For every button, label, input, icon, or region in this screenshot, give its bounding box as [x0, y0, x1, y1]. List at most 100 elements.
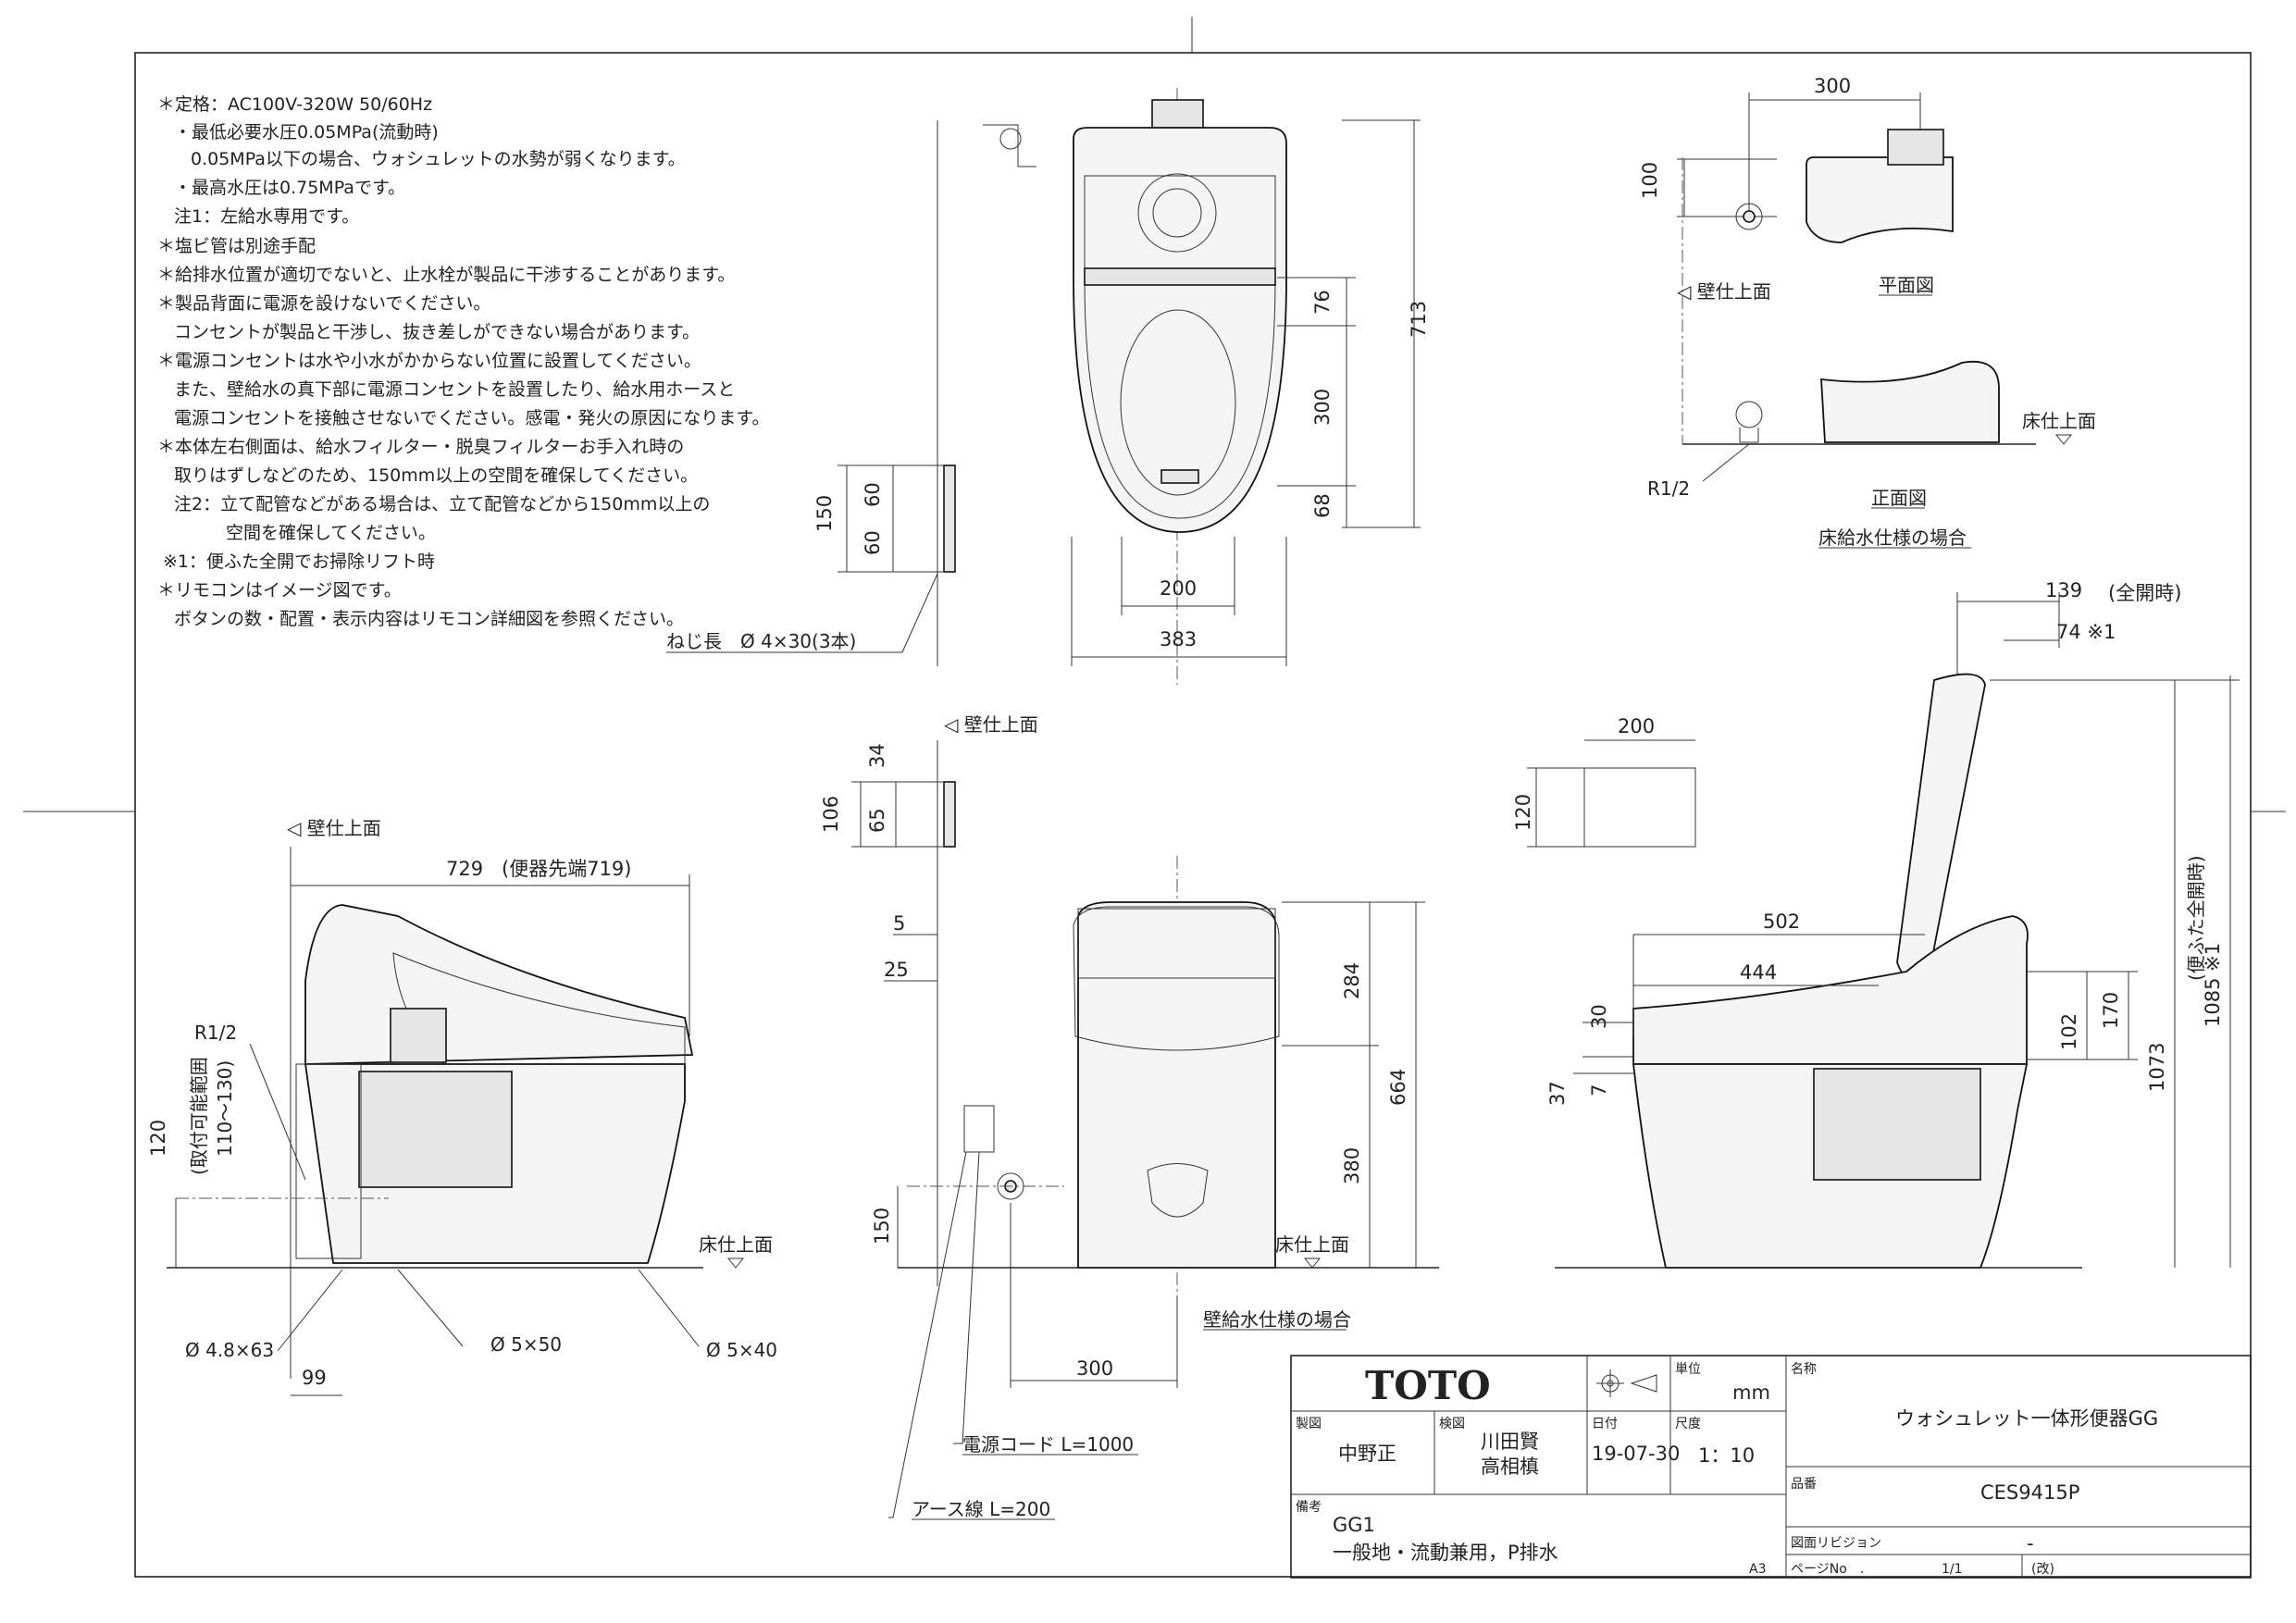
note-line: ＊定格：AC100V-320W 50/60Hz	[157, 94, 432, 115]
dim-713: 713	[1408, 301, 1430, 338]
front-trap	[1147, 1163, 1209, 1218]
dim-68: 68	[1311, 493, 1334, 518]
plan-caption: 平面図	[1879, 274, 1934, 296]
note-line: ボタンの数・配置・表示内容はリモコン詳細図を参照ください。	[174, 609, 684, 629]
flush-valve	[1137, 173, 1217, 253]
subcaption: 床給水仕様の場合	[1818, 527, 1967, 549]
dim-300: 300	[1311, 389, 1334, 426]
scale-value: 1：10	[1698, 1444, 1755, 1467]
note-line: 注1：左給水専用です。	[174, 206, 359, 227]
floor-supply-view: 300 100 ◁ 壁仕上面 平面図 R1/2 床仕上面 正面図 床給水仕様の場…	[1639, 75, 2096, 549]
unit-value: mm	[1732, 1381, 1770, 1404]
flush-valve-inner	[1152, 188, 1202, 238]
projection-symbol-icon	[1596, 1369, 1657, 1397]
sheet-border	[134, 52, 2252, 1578]
floor-marker	[1303, 1258, 1322, 1269]
unit-label: 単位	[1675, 1362, 1701, 1377]
earth-wire-label: アース線 L=200	[912, 1498, 1050, 1520]
dim-1073: 1073	[2146, 1043, 2168, 1092]
drawn-label: 製図	[1296, 1417, 1322, 1431]
remarks-line: 一般地・流動兼用，P排水	[1333, 1542, 1558, 1564]
page-number: 1/1	[1942, 1562, 1963, 1577]
dim-100: 100	[1639, 162, 1661, 199]
name-label: 名称	[1791, 1362, 1817, 1377]
dim-102: 102	[2058, 1013, 2080, 1050]
date-label: 日付	[1592, 1417, 1618, 1431]
remarks-line: GG1	[1333, 1514, 1375, 1536]
dim-150: 150	[871, 1208, 893, 1245]
screw-note: ねじ長 Ø 4×30(3本)	[666, 630, 856, 652]
plan-valve-core	[1743, 210, 1756, 223]
dim-300: 300	[1076, 1357, 1113, 1380]
front-toilet	[1820, 361, 2000, 443]
remote-plate	[943, 465, 956, 573]
bowl-opening	[1120, 309, 1236, 496]
dim-729: 729	[446, 858, 483, 880]
dim-120: 120	[147, 1120, 169, 1157]
note-line: ＊製品背面に電源を設けないでください。	[157, 293, 490, 314]
right-side-view: 139 (全開時) 74 ※1 200 120 502 444 30 37 7 …	[1512, 579, 2240, 1269]
dim-200: 200	[1618, 715, 1655, 737]
front-riser	[1739, 427, 1759, 443]
dim-383: 383	[1160, 628, 1197, 650]
dim-380: 380	[1341, 1147, 1363, 1184]
wall-label: ◁ 壁仕上面	[286, 817, 381, 839]
dim-170: 170	[2100, 992, 2122, 1029]
leader	[249, 1043, 306, 1181]
drawn-by: 中野正	[1338, 1443, 1396, 1465]
side-panel	[1813, 1068, 1981, 1181]
remote-box	[1583, 767, 1696, 848]
note-line: 注2：立て配管などがある場合は、立て配管などから150mm以上の	[174, 494, 710, 514]
stop-valve	[999, 128, 1022, 150]
hole-label-1: Ø 4.8×63	[185, 1339, 274, 1361]
seat-hinge-bar	[1084, 267, 1276, 286]
note-line: ＊電源コンセントは水や小水がかからない位置に設置してください。	[157, 351, 701, 371]
front-body	[1077, 901, 1276, 1269]
checked-by: 川田賢	[1481, 1431, 1539, 1453]
dim-25: 25	[884, 959, 909, 981]
leader	[277, 1269, 343, 1352]
product-code: CES9415P	[1980, 1481, 2079, 1504]
floor-label: 床仕上面	[1275, 1233, 1349, 1256]
note-line: ＊本体左右側面は、給水フィルター・脱臭フィルターお手入れ時の	[157, 437, 684, 457]
dim-60: 60	[862, 530, 884, 555]
note-line: 取りはずしなどのため、150mm以上の空間を確保してください。	[174, 465, 698, 486]
note-line: 電源コンセントを接触させないでください。感電・発火の原因になります。	[174, 408, 770, 428]
full-open-note: (全開時)	[2108, 582, 2181, 604]
leader	[1702, 443, 1750, 482]
checked-by: 高相槙	[1481, 1456, 1539, 1478]
dim-99: 99	[302, 1367, 327, 1389]
r12-label: R1/2	[194, 1022, 237, 1044]
hole-label-3: Ø 5×40	[706, 1339, 777, 1361]
dim-106: 106	[820, 796, 842, 833]
stamp: (改)	[2031, 1562, 2054, 1577]
dim-139: 139	[2045, 579, 2082, 601]
dim-150: 150	[813, 495, 836, 532]
dim-30: 30	[1588, 1004, 1610, 1029]
dim-74: 74 ※1	[2056, 621, 2116, 643]
wall-label: ◁ 壁仕上面	[1676, 280, 1771, 303]
dim-444: 444	[1740, 961, 1777, 984]
power-cord-label: 電源コード L=1000	[962, 1433, 1134, 1456]
scale-label: 尺度	[1675, 1417, 1701, 1431]
top-view: 713 76 300 68 200 383 150 60 60 ねじ長 Ø 4×…	[666, 88, 1430, 685]
revision-value: -	[2027, 1532, 2034, 1555]
remarks-label: 備考	[1296, 1500, 1322, 1515]
dim-5: 5	[893, 912, 905, 935]
earth-leader	[888, 1151, 967, 1518]
dim-1085: 1085 ※1	[2202, 943, 2224, 1027]
range-value: 110～130)	[214, 1060, 236, 1157]
supply-hose	[983, 124, 1036, 167]
note-line: コンセントが製品と干渉し、抜き差しができない場合があります。	[174, 322, 700, 342]
plan-toilet	[1806, 156, 1954, 243]
dim-300: 300	[1814, 75, 1851, 97]
side-seat	[392, 952, 686, 1065]
dim-664: 664	[1387, 1069, 1409, 1106]
dim-729-note: (便器先端719)	[502, 858, 631, 880]
note-line: 空間を確保してください。	[226, 523, 436, 543]
dim-65: 65	[866, 808, 888, 833]
front-view: ◁ 壁仕上面 34 106 65 5 25 150 284 664 380 床仕…	[820, 713, 1439, 1520]
front-junction	[963, 1105, 995, 1153]
product-name: ウォシュレット一体形便器GG	[1895, 1407, 2158, 1430]
